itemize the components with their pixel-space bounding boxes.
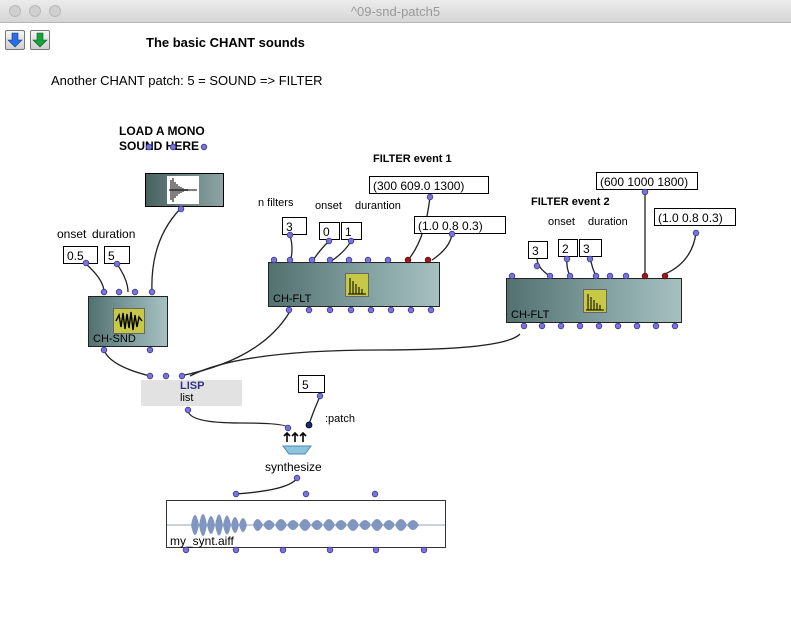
arrow-down-blue-button[interactable] bbox=[5, 30, 25, 50]
wire-amps1[interactable] bbox=[431, 233, 453, 261]
amps2-value[interactable]: (1.0 0.8 0.3) bbox=[654, 208, 736, 226]
duration2-value[interactable]: 1 bbox=[341, 222, 362, 240]
ch-flt-label-2: CH-FLT bbox=[511, 309, 550, 321]
waveform-icon bbox=[167, 176, 199, 204]
wire-freqs1[interactable] bbox=[407, 196, 431, 261]
onset-label-1: onset bbox=[57, 227, 87, 241]
sound-file-view[interactable]: my_synt.aiff bbox=[166, 500, 446, 548]
lisp-function-name: list bbox=[180, 392, 194, 404]
duration-label-1: duration bbox=[92, 227, 136, 241]
duration3-value[interactable]: 3 bbox=[579, 239, 602, 257]
onset-label-2: onset bbox=[315, 200, 342, 212]
sound-file-name: my_synt.aiff bbox=[170, 534, 234, 548]
onset3-value[interactable]: 2 bbox=[558, 239, 578, 257]
ch-flt-label-1: CH-FLT bbox=[273, 293, 312, 305]
nfilters-label: n filters bbox=[258, 197, 294, 209]
arrow-down-green-icon bbox=[32, 32, 48, 48]
wire-list-synth[interactable] bbox=[187, 409, 289, 429]
wire-amps2[interactable] bbox=[664, 232, 697, 275]
wire-flt1-list[interactable] bbox=[179, 312, 290, 377]
synthesize-label: synthesize bbox=[265, 460, 322, 474]
wire-sound-input[interactable] bbox=[151, 207, 182, 293]
sound-wave-icon bbox=[113, 308, 145, 334]
ch-flt-box-1[interactable]: CH-FLT bbox=[268, 262, 440, 307]
nfilters2-value[interactable]: 3 bbox=[528, 241, 548, 259]
sound-input-box[interactable] bbox=[145, 173, 224, 207]
arrow-down-green-button[interactable] bbox=[30, 30, 50, 50]
patch-keyword-label: :patch bbox=[325, 413, 355, 425]
wire-synth-sound[interactable] bbox=[235, 477, 298, 495]
wire-nfilters2[interactable] bbox=[536, 257, 551, 277]
lisp-tag: LISP bbox=[180, 380, 205, 392]
onset-value-1[interactable]: 0.5 bbox=[63, 246, 98, 264]
load-note-line2: SOUND HERE bbox=[119, 139, 200, 153]
filter-icon bbox=[345, 273, 369, 297]
zoom-window-button[interactable] bbox=[49, 5, 61, 17]
patch-heading: The basic CHANT sounds bbox=[146, 35, 305, 50]
wire-patch-synth[interactable] bbox=[308, 395, 321, 425]
wire-snd-list[interactable] bbox=[103, 349, 151, 377]
wire-nfilters1[interactable] bbox=[289, 234, 293, 263]
wire-duration3[interactable] bbox=[589, 256, 597, 277]
lisp-list-box[interactable] bbox=[141, 380, 242, 406]
patch-number-value[interactable]: 5 bbox=[298, 375, 325, 393]
close-window-button[interactable] bbox=[9, 5, 21, 17]
ch-snd-label: CH-SND bbox=[93, 333, 136, 345]
duration-label-3: duration bbox=[588, 216, 628, 228]
wire-onset-sound[interactable] bbox=[85, 263, 105, 293]
synthesize-box[interactable] bbox=[279, 430, 319, 458]
wire-onset3[interactable] bbox=[566, 256, 571, 277]
filter-event2-label: FILTER event 2 bbox=[531, 196, 610, 208]
nfilters1-value[interactable]: 3 bbox=[282, 217, 307, 235]
load-sound-note: LOAD A MONO SOUND HERE bbox=[119, 124, 205, 154]
filter-event1-label: FILTER event 1 bbox=[373, 153, 452, 165]
ch-flt-box-2[interactable]: CH-FLT bbox=[506, 278, 682, 323]
wire-duration2[interactable] bbox=[329, 240, 352, 263]
wire-flt2-list[interactable] bbox=[189, 333, 521, 377]
filter-icon bbox=[583, 289, 607, 313]
patch-description: Another CHANT patch: 5 = SOUND => FILTER bbox=[51, 73, 323, 88]
amps1-value[interactable]: (1.0 0.8 0.3) bbox=[414, 216, 506, 234]
waveform-display bbox=[167, 514, 445, 536]
freqs2-value[interactable]: (600 1000 1800) bbox=[596, 172, 698, 190]
ch-snd-box[interactable]: CH-SND bbox=[88, 296, 168, 347]
onset2-value[interactable]: 0 bbox=[319, 222, 340, 240]
freqs1-value[interactable]: (300 609.0 1300) bbox=[369, 176, 489, 194]
duration-label-2: durantion bbox=[355, 200, 401, 212]
load-note-line1: LOAD A MONO bbox=[119, 124, 205, 138]
synthesize-icon bbox=[282, 431, 312, 455]
minimize-window-button[interactable] bbox=[29, 5, 41, 17]
duration-value-1[interactable]: 5 bbox=[104, 246, 130, 264]
window-title: ^09-snd-patch5 bbox=[350, 4, 441, 19]
onset-label-3: onset bbox=[548, 216, 575, 228]
window-titlebar: ^09-snd-patch5 bbox=[0, 0, 791, 23]
arrow-down-icon bbox=[7, 32, 23, 48]
wire-onset2[interactable] bbox=[311, 240, 330, 263]
wire-duration-sound[interactable] bbox=[116, 263, 129, 293]
